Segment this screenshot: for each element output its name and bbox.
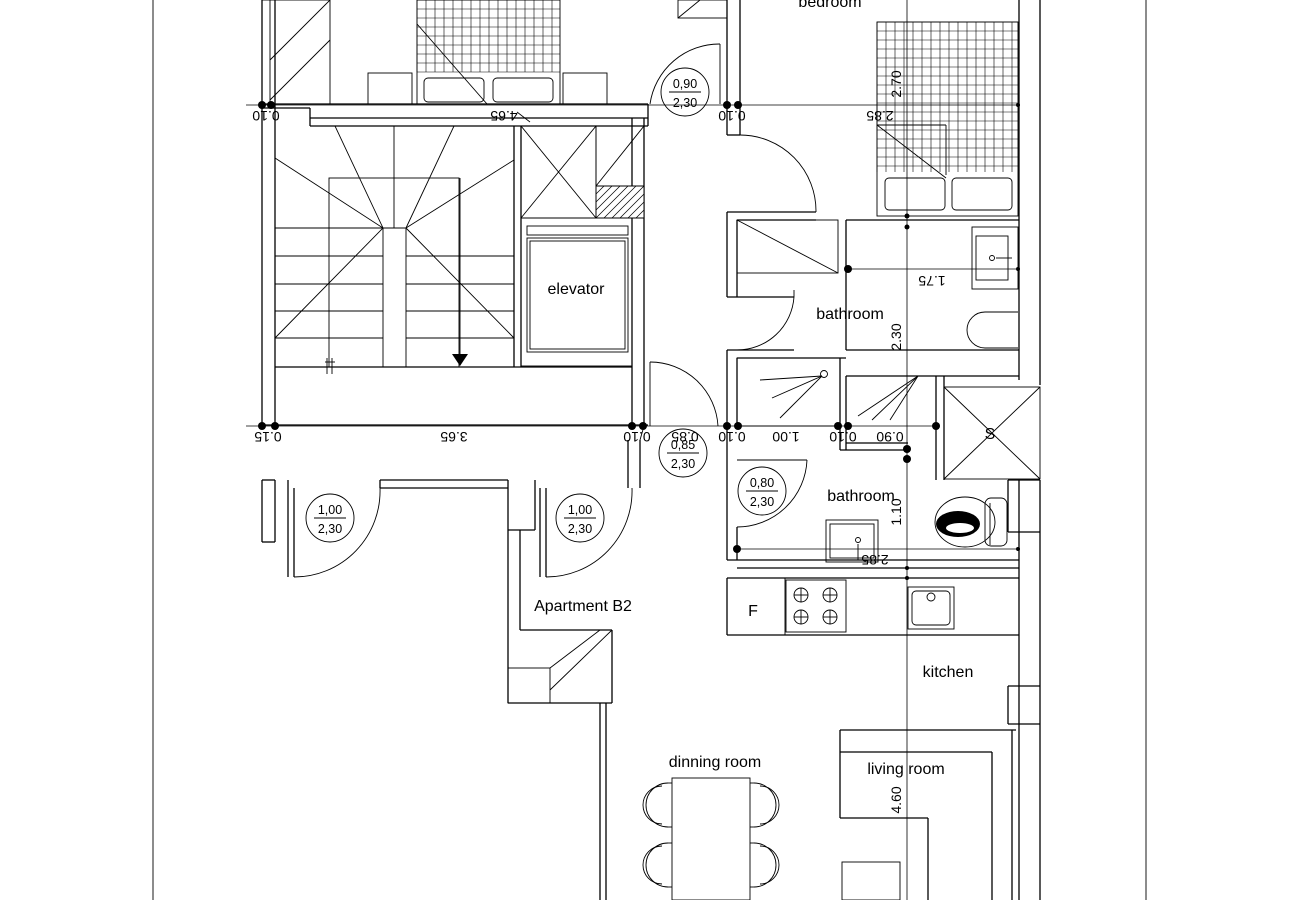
door-tag-height: 2,30 bbox=[568, 522, 592, 536]
door-tag-width: 0,80 bbox=[750, 476, 774, 490]
door-tag-height: 2,30 bbox=[673, 96, 697, 110]
fridge-label: F bbox=[748, 603, 758, 620]
vent-shaft bbox=[935, 376, 1041, 480]
room-label-apartment: Apartment B2 bbox=[534, 598, 632, 615]
dim-015: 0.15 bbox=[254, 429, 281, 445]
room-label-kitchen: kitchen bbox=[923, 664, 974, 681]
room-label-dining: dinning room bbox=[669, 754, 762, 771]
dim-100: 1.00 bbox=[772, 429, 799, 445]
dim-175: 1.75 bbox=[918, 273, 945, 289]
door-tag: 1,00 2,30 bbox=[305, 493, 355, 543]
room-label-living: living room bbox=[867, 761, 944, 778]
dim-110: 1.10 bbox=[888, 498, 904, 525]
dim-285-mid: 2.85 bbox=[861, 552, 888, 568]
door-tag: 1,00 2,30 bbox=[555, 493, 605, 543]
door-tag-width: 1,00 bbox=[568, 503, 592, 517]
room-label-bathroom-upper: bathroom bbox=[816, 306, 884, 323]
grid-hatch bbox=[416, 0, 1018, 172]
door-tag: 0,85 2,30 bbox=[658, 428, 708, 478]
dim-465: 4.65 bbox=[490, 108, 517, 124]
dim-010-a: 0.10 bbox=[252, 108, 279, 124]
shaft-label: S bbox=[985, 426, 996, 443]
door-tag-height: 2,30 bbox=[671, 457, 695, 471]
dim-010-d: 0.10 bbox=[718, 429, 745, 445]
dim-090: 0.90 bbox=[876, 429, 903, 445]
door-tag-height: 2,30 bbox=[318, 522, 342, 536]
kitchen-fixtures bbox=[726, 577, 1019, 636]
top-left-furniture bbox=[261, 0, 608, 105]
dim-010-b: 0.10 bbox=[718, 108, 745, 124]
dim-010-e: 0.10 bbox=[829, 429, 856, 445]
door-tag: 0,90 2,30 bbox=[660, 67, 710, 117]
dim-460: 4.60 bbox=[888, 786, 904, 813]
dim-010-c: 0.10 bbox=[623, 429, 650, 445]
entry-closet bbox=[507, 629, 613, 704]
door-tag-width: 0,90 bbox=[673, 77, 697, 91]
dim-270: 2.70 bbox=[888, 70, 904, 97]
staircase bbox=[274, 125, 515, 374]
door-tag: 0,80 2,30 bbox=[737, 466, 787, 516]
door-tag-width: 1,00 bbox=[318, 503, 342, 517]
room-label-bathroom-lower: bathroom bbox=[827, 488, 895, 505]
bathroom-fixtures bbox=[736, 219, 1019, 563]
dim-285-top: 2.85 bbox=[866, 108, 893, 124]
dim-230: 2.30 bbox=[888, 323, 904, 350]
dim-365: 3.65 bbox=[440, 429, 467, 445]
room-label-elevator: elevator bbox=[548, 281, 606, 298]
dim-085: 0.85 bbox=[671, 429, 698, 445]
door-swings bbox=[293, 43, 817, 578]
elevator-shaft bbox=[520, 125, 645, 367]
door-tag-width: 0,85 bbox=[671, 438, 695, 452]
room-label-bedroom: bedroom bbox=[798, 0, 861, 11]
dining-table bbox=[642, 777, 901, 900]
door-tag-height: 2,30 bbox=[750, 495, 774, 509]
